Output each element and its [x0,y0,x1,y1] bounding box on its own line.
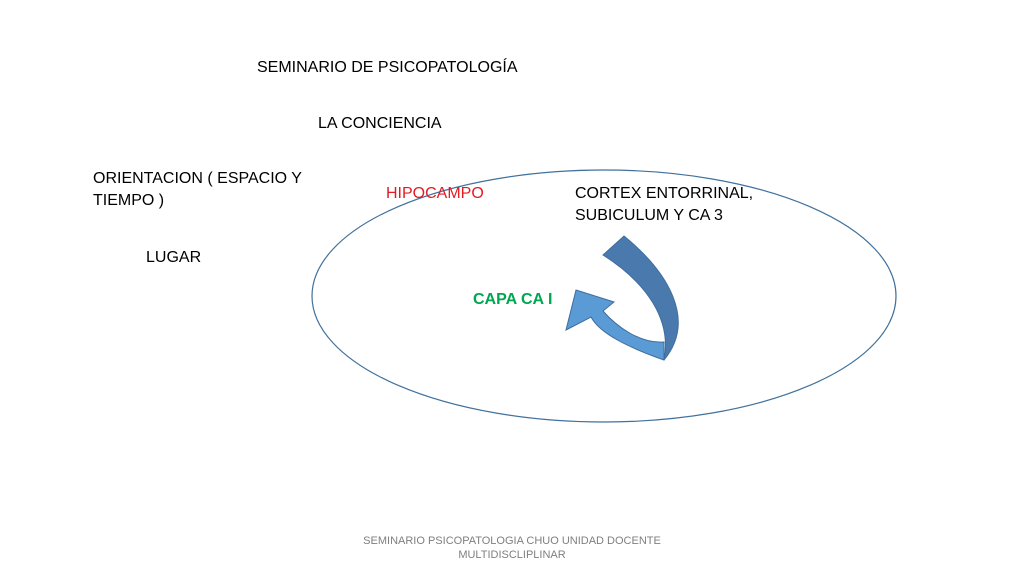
capa-label: CAPA CA I [473,291,553,308]
curved-arrow-icon [565,235,679,361]
curved-arrow-front [565,289,665,361]
slide-title: SEMINARIO DE PSICOPATOLOGÍA [257,59,518,76]
hipocampo-label: HIPOCAMPO [386,185,484,202]
cortex-label: CORTEX ENTORRINAL, SUBICULUM Y CA 3 [575,185,754,224]
orientation-label: ORIENTACION ( ESPACIO Y TIEMPO ) [93,170,302,209]
footer-text: SEMINARIO PSICOPATOLOGIA CHUO UNIDAD DOC… [363,535,661,561]
hipocampo-ellipse [311,169,897,423]
place-label: LUGAR [146,249,202,266]
slide-subtitle: LA CONCIENCIA [318,115,442,132]
